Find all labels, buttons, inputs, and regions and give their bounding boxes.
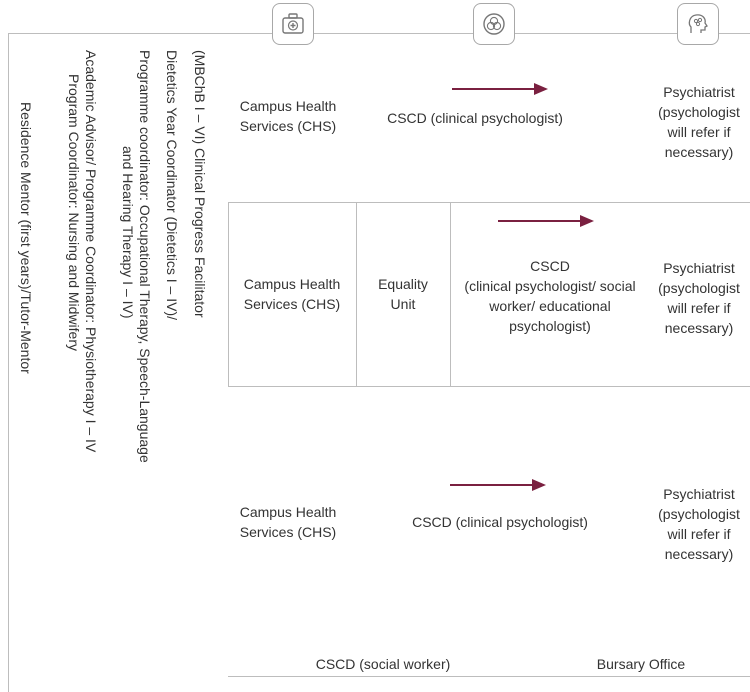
pathway-2-arrow	[498, 214, 594, 228]
pathway-1-cscd: CSCD (clinical psychologist)	[387, 110, 563, 126]
pathway-2-chs: Campus Health Services (CHS)	[243, 276, 341, 312]
pathway-2-divider-2	[450, 202, 451, 387]
pathway-2-bottom-line	[228, 386, 750, 387]
pathway-3-cscd: CSCD (clinical psychologist)	[412, 514, 588, 530]
pathway-2-cscd: (clinical psychologist/ social worker/ e…	[464, 278, 636, 334]
top-border-line	[8, 33, 750, 34]
pathway-3-psychiatrist: Psychiatrist (psychologist will refer if…	[658, 486, 740, 562]
footer-line	[228, 676, 750, 677]
pathway-1-psychiatrist: Psychiatrist (psychologist will refer if…	[658, 84, 740, 160]
footer-bursary-office: Bursary Office	[596, 656, 686, 672]
role-clinical-progress-facilitator: (MBChB I – VI) Clinical Progress Facilit…	[192, 50, 209, 318]
pathway-2-left-line	[228, 202, 229, 387]
pathway-2-top-line	[228, 202, 750, 203]
biohazard-icon	[473, 3, 515, 45]
medical-kit-icon	[272, 3, 314, 45]
pathway-2-psychiatrist: Psychiatrist (psychologist will refer if…	[658, 260, 740, 336]
role-dietetics-coordinator: Dietetics Year Coordinator (Dietetics I …	[164, 50, 181, 321]
left-border-line	[8, 33, 9, 692]
pathway-3-chs: Campus Health Services (CHS)	[239, 504, 337, 540]
role-physio-nursing-coordinator: Academic Advisor/ Programme Coordinator:…	[66, 50, 99, 453]
role-residence-mentor: Residence Mentor (first years)/Tutor-Men…	[18, 102, 35, 374]
pathway-1-arrow	[452, 82, 548, 96]
brain-head-icon	[677, 3, 719, 45]
footer-cscd-social-worker: CSCD (social worker)	[315, 656, 451, 672]
role-ot-speech-coordinator: Programme coordinator: Occupational Ther…	[120, 50, 153, 463]
pathway-2-divider-1	[356, 202, 357, 387]
pathway-3-arrow	[450, 478, 546, 492]
pathway-2-equality-unit: Equality Unit	[378, 276, 428, 312]
pathway-1-chs: Campus Health Services (CHS)	[239, 98, 337, 134]
pathway-2-cscd-title: CSCD	[530, 258, 570, 274]
